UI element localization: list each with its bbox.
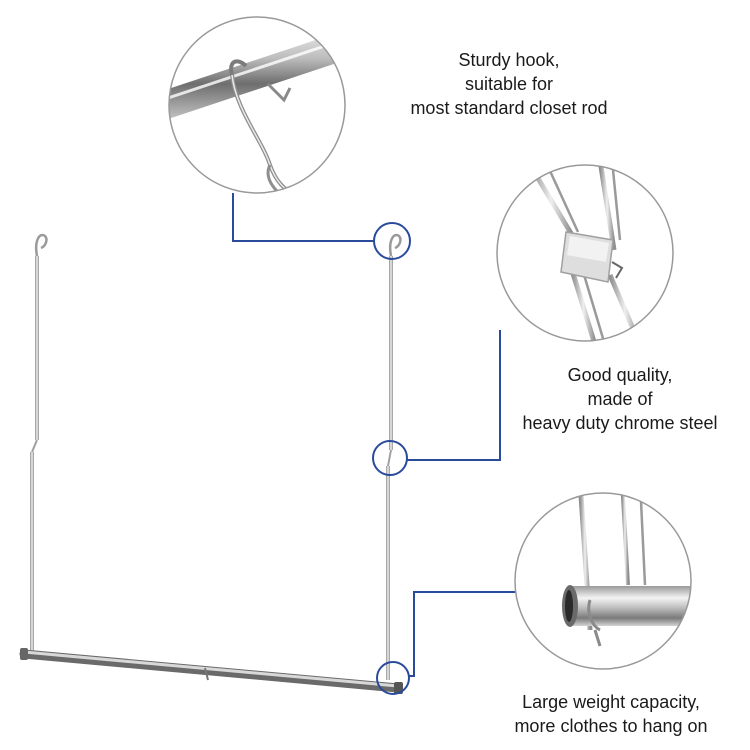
quality-caption-line: made of xyxy=(587,389,653,409)
quality-caption: Good quality, made of heavy duty chrome … xyxy=(500,363,740,435)
quality-connector-line xyxy=(407,330,501,461)
right-strap xyxy=(386,233,402,680)
hook-connector-line xyxy=(232,193,374,242)
hook-caption: Sturdy hook, suitable for most standard … xyxy=(384,48,634,120)
hanging-bar xyxy=(19,648,403,694)
weight-caption-line: Large weight capacity, xyxy=(522,692,700,712)
quality-caption-line: heavy duty chrome steel xyxy=(522,413,718,433)
weight-caption: Large weight capacity, more clothes to h… xyxy=(476,690,746,738)
quality-caption-line: Good quality, xyxy=(567,365,673,385)
closet-rod-hanger xyxy=(19,233,403,694)
hook-caption-line: suitable for xyxy=(464,74,554,94)
hook-caption-line: most standard closet rod xyxy=(410,98,608,118)
bar-marker-circle xyxy=(376,661,410,695)
weight-capacity-detail-circle xyxy=(514,492,692,670)
weight-connector-line xyxy=(409,591,516,677)
joint-marker-circle xyxy=(372,440,408,476)
chrome-steel-detail-circle xyxy=(496,164,674,342)
weight-caption-line: more clothes to hang on xyxy=(514,716,708,736)
hook-detail-circle xyxy=(168,16,346,194)
left-strap xyxy=(30,233,48,652)
hook-caption-line: Sturdy hook, xyxy=(458,50,560,70)
